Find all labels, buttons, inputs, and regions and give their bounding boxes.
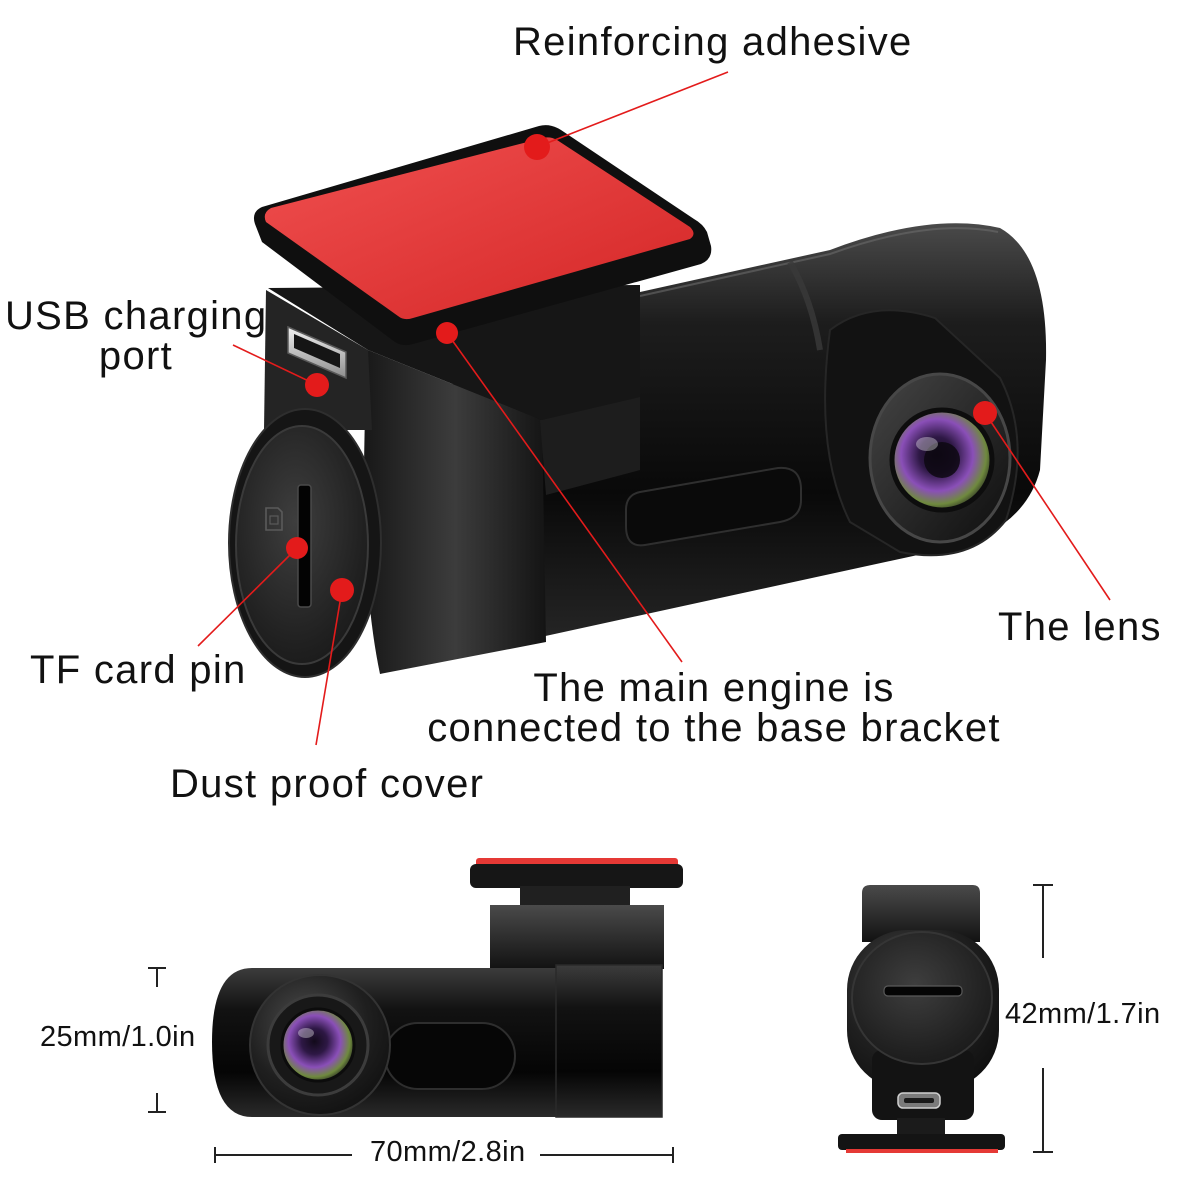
side-width-dimension bbox=[214, 1147, 674, 1163]
front-usb-port bbox=[897, 1092, 941, 1109]
side-bracket-neck bbox=[520, 886, 630, 908]
callout-base-bracket bbox=[436, 322, 683, 663]
barrel-ring bbox=[787, 260, 823, 351]
callout-dust-cover bbox=[315, 578, 354, 746]
side-slot bbox=[384, 1022, 516, 1090]
usb-port bbox=[287, 325, 347, 380]
camera-side-view bbox=[212, 858, 683, 1118]
label-dust-proof-cover: Dust proof cover bbox=[170, 762, 485, 806]
side-adhesive-plate bbox=[470, 864, 683, 888]
callout-lens bbox=[973, 401, 1111, 601]
dimension-side-width: 70mm/2.8in bbox=[370, 1136, 526, 1168]
front-cover bbox=[851, 931, 993, 1065]
bracket-neck-face bbox=[540, 395, 640, 495]
side-lens-highlight bbox=[298, 1028, 314, 1038]
front-height-dimension bbox=[1033, 884, 1053, 1153]
label-reinforcing-adhesive: Reinforcing adhesive bbox=[513, 20, 913, 64]
label-the-lens: The lens bbox=[998, 605, 1162, 649]
side-lens bbox=[280, 1007, 356, 1083]
bracket-neck bbox=[268, 285, 640, 420]
callout-usb-port bbox=[232, 344, 329, 397]
barrel-highlight bbox=[639, 227, 999, 297]
body-left-segment bbox=[364, 350, 546, 674]
lens-center bbox=[924, 442, 960, 478]
label-tf-card-pin: TF card pin bbox=[30, 648, 247, 692]
side-height-dimension bbox=[148, 967, 166, 1113]
side-bracket bbox=[490, 905, 664, 969]
callout-adhesive bbox=[524, 71, 729, 160]
label-usb-line-1: USB charging bbox=[5, 294, 268, 338]
barrel-groove bbox=[625, 466, 802, 547]
callout-tf-card bbox=[197, 537, 308, 647]
label-main-engine-line-1: The main engine is bbox=[533, 666, 895, 710]
dimension-front-height: 42mm/1.7in bbox=[1005, 998, 1161, 1030]
camera-front-view bbox=[838, 885, 1005, 1153]
front-bracket bbox=[862, 885, 980, 942]
front-base-plate bbox=[838, 1134, 1005, 1150]
sd-card-icon bbox=[265, 507, 283, 531]
side-body-rear bbox=[555, 964, 663, 1118]
label-usb-line-2: port bbox=[98, 334, 174, 378]
front-neck bbox=[897, 1118, 945, 1136]
front-card-slot bbox=[883, 985, 963, 997]
adhesive-pad bbox=[253, 125, 712, 346]
lens-highlight bbox=[916, 437, 938, 451]
camera-main-view bbox=[228, 125, 1047, 678]
label-usb-charging-port: USB charging port bbox=[5, 296, 267, 376]
front-adhesive-red bbox=[846, 1149, 998, 1153]
label-main-engine-line-2: connected to the base bracket bbox=[427, 706, 1001, 750]
dimension-side-height: 25mm/1.0in bbox=[40, 1021, 196, 1053]
label-main-engine: The main engine is connected to the base… bbox=[400, 668, 1028, 748]
